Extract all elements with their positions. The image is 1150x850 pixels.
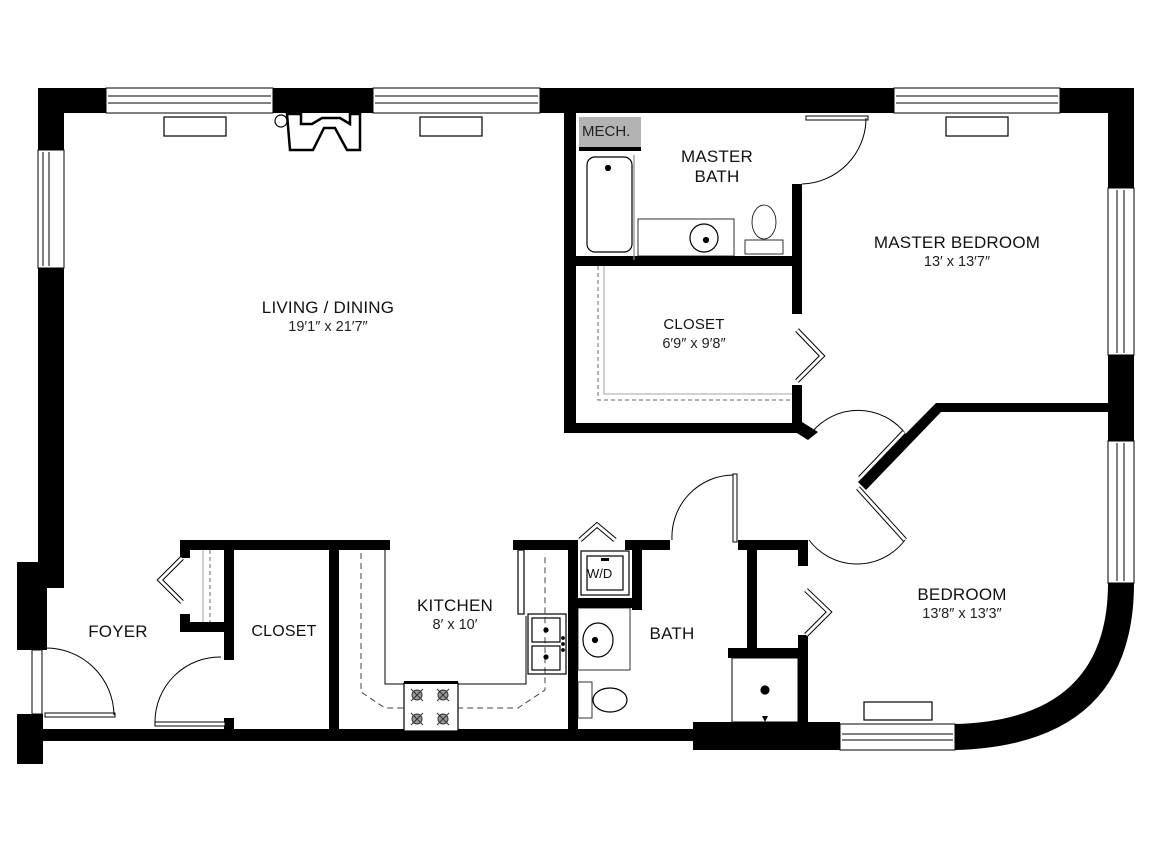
interior-walls [180, 113, 1108, 732]
room-name: BATH [649, 624, 695, 643]
room-name-line2: BATH [694, 167, 740, 186]
windows [31, 87, 1135, 751]
room-dimensions: 13′ x 13′7″ [923, 254, 991, 270]
mech-room: MECH. [579, 117, 641, 151]
washer-dryer-label: W/D [587, 566, 613, 581]
room-name: MASTER BEDROOM [873, 233, 1041, 252]
mech-label: MECH. [582, 123, 631, 140]
room-dimensions: 6′9″ x 9′8″ [662, 336, 726, 352]
room-master-closet: CLOSET 6′9″ x 9′8″ [662, 315, 725, 353]
room-name: FOYER [88, 622, 148, 641]
room-master-bedroom: MASTER BEDROOM 13′ x 13′7″ [874, 233, 1040, 271]
room-bath: BATH [650, 624, 695, 644]
room-dimensions: 13′8″ x 13′3″ [922, 606, 1002, 622]
room-name: CLOSET [663, 316, 725, 333]
fixtures [163, 112, 1009, 732]
room-name-line1: MASTER [680, 147, 754, 166]
exterior-walls [17, 88, 1134, 764]
room-dimensions: 8′ x 10′ [432, 617, 478, 633]
room-name: LIVING / DINING [261, 298, 395, 317]
room-kitchen: KITCHEN 8′ x 10′ [417, 596, 493, 634]
room-name: BEDROOM [917, 585, 1007, 604]
room-foyer-closet: CLOSET [251, 622, 316, 642]
stove-burners [410, 688, 450, 726]
room-master-bath: MASTER BATH [681, 147, 753, 187]
room-foyer: FOYER [88, 622, 148, 642]
doors [44, 115, 907, 727]
room-name: CLOSET [251, 623, 317, 640]
room-name: KITCHEN [416, 596, 494, 615]
room-living-dining: LIVING / DINING 19′1″ x 21′7″ [262, 298, 394, 336]
room-dimensions: 19′1″ x 21′7″ [288, 319, 368, 335]
room-bedroom: BEDROOM 13′8″ x 13′3″ [917, 585, 1006, 623]
